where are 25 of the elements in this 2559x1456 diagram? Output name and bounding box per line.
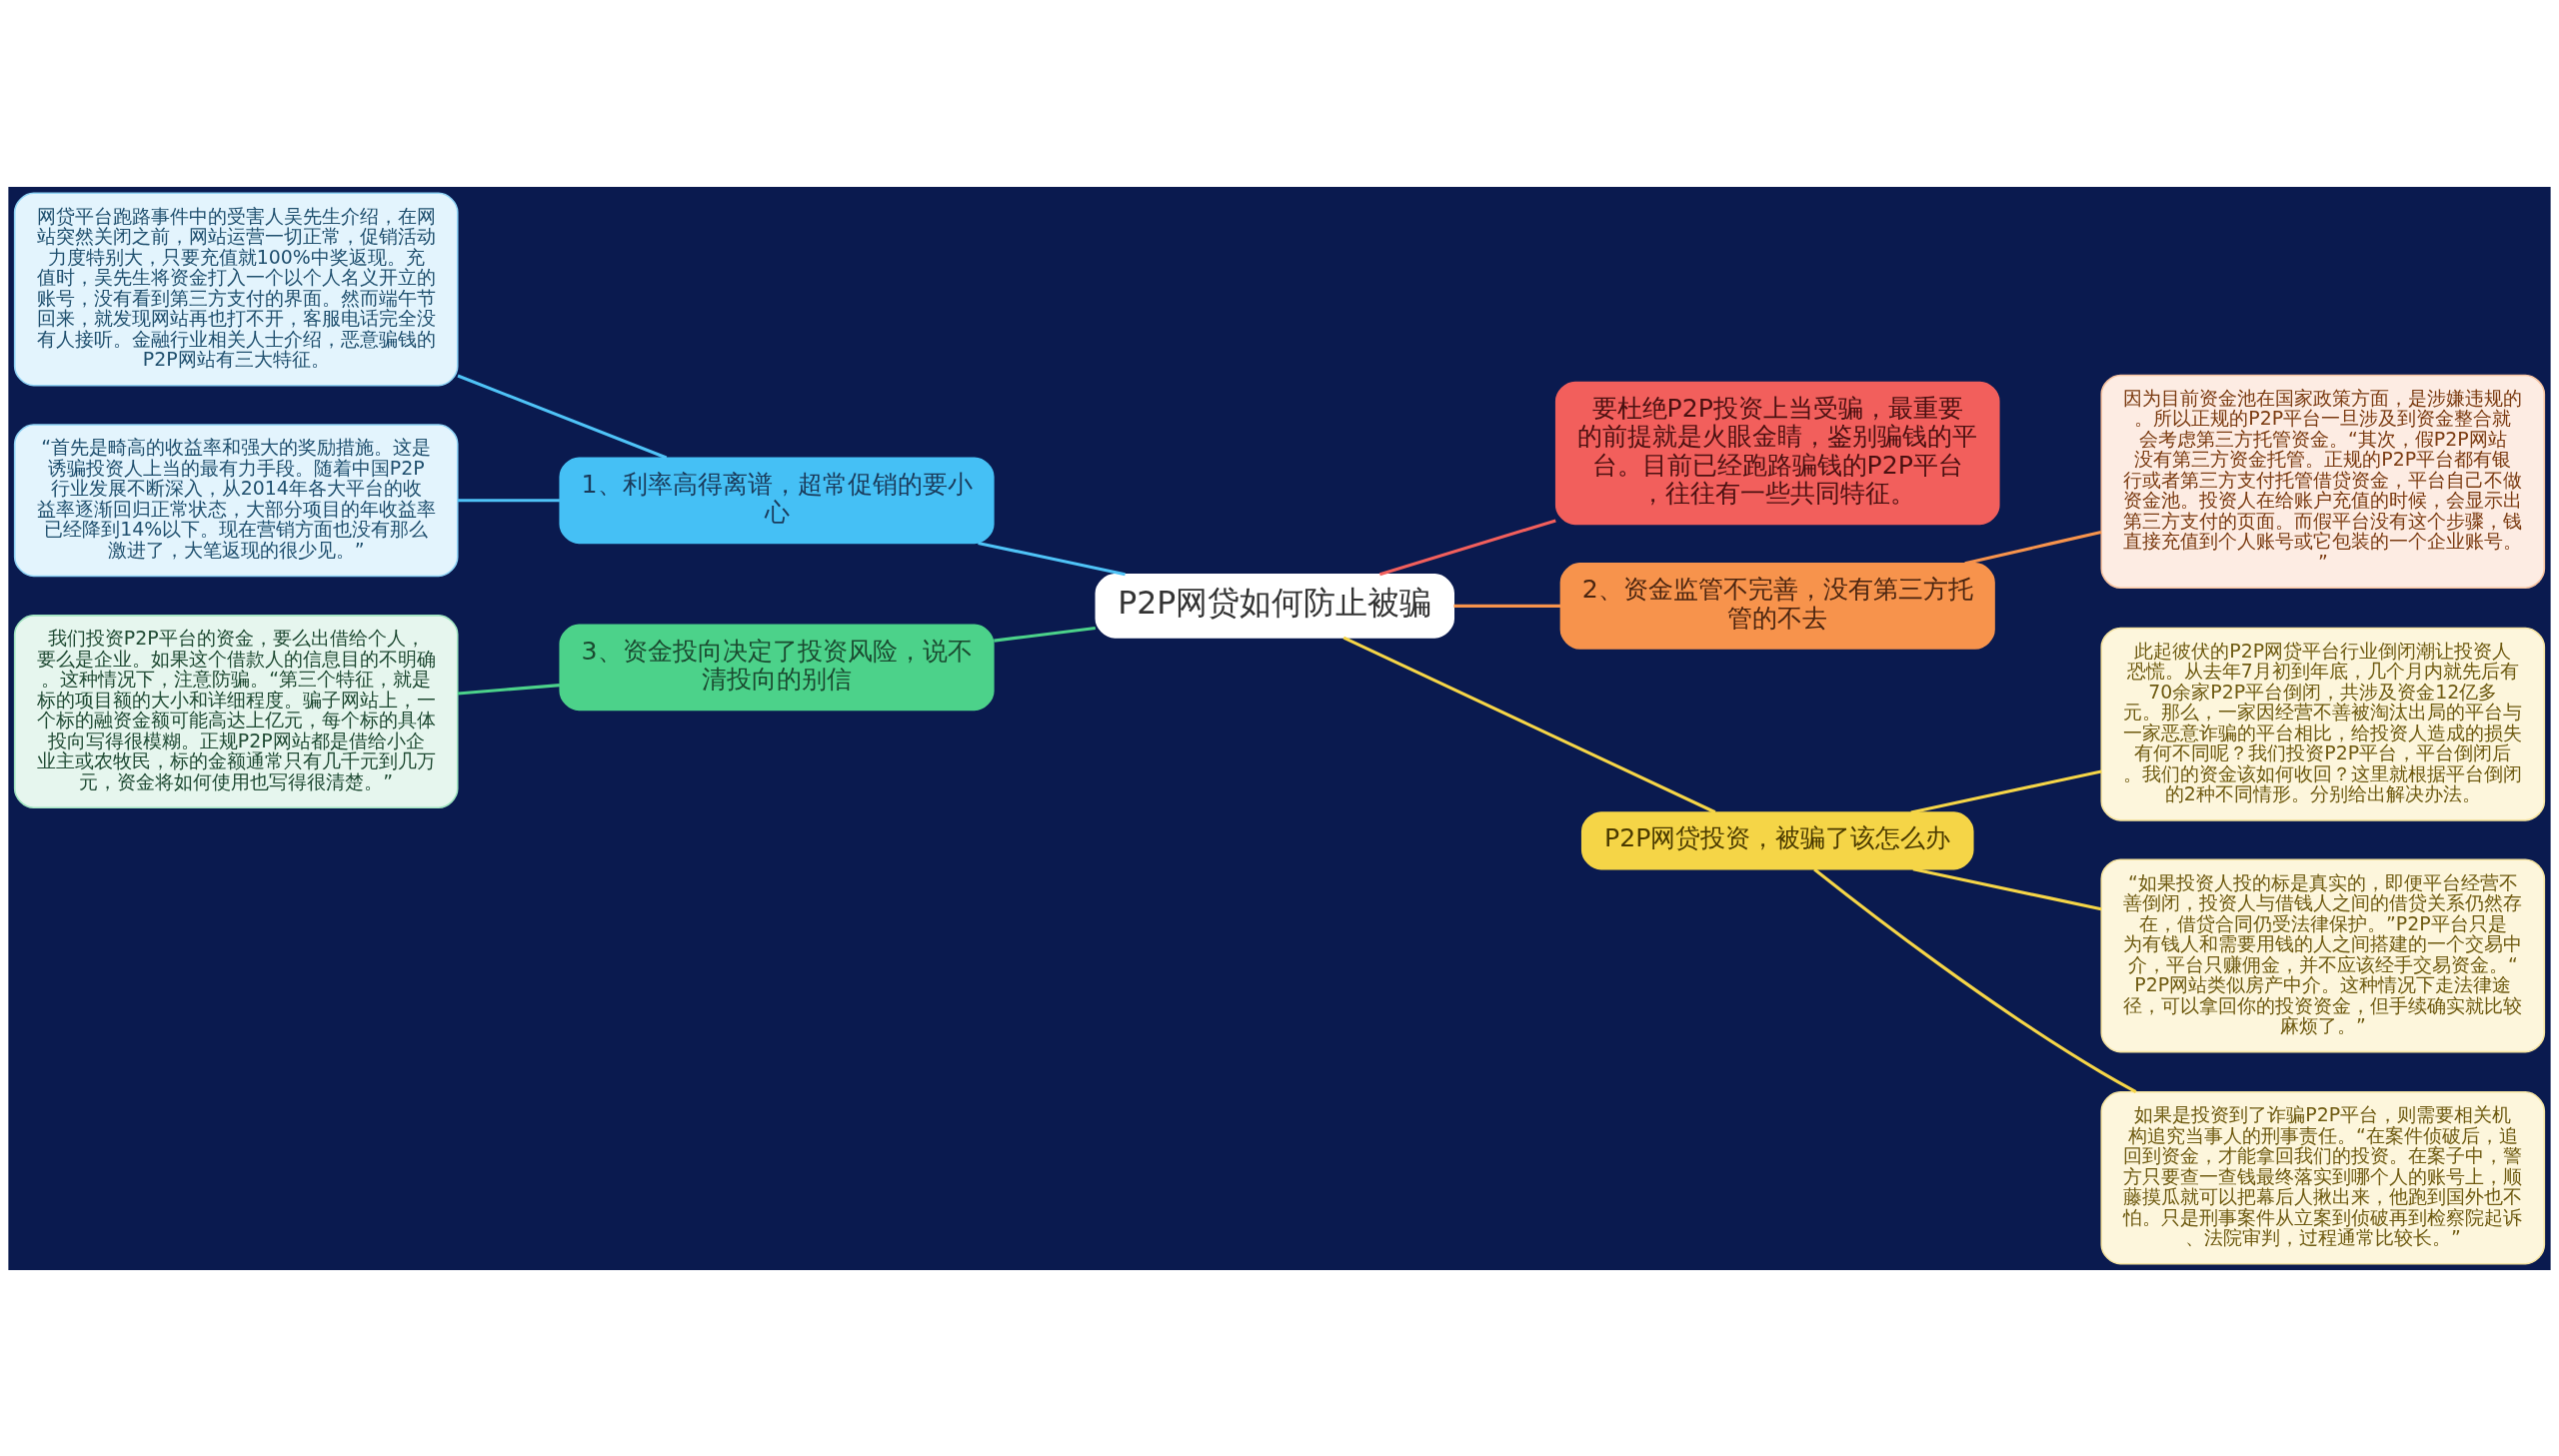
connector bbox=[1964, 530, 2102, 565]
node-box: “首先是畸高的收益率和强大的奖励措施。这是诱骗投资人上当的最有力手段。随着中国P2P行业发展不断深入，从2014年各大平台的收益率逐渐回归正常状态，大部分项目的年收益率已经降到14%以下。现在营销方面也没有那么激进了，大笔返现的很少见。” bbox=[13, 423, 459, 577]
node-box: 因为目前资金池在国家政策方面，是涉嫌违规的。所以正规的P2P平台一旦涉及到资金整合就会考虑第三方托管资金。“其次，假P2P网站没有第三方资金托管。正规的P2P平台都有银行或者第三方支付托管借贷资金，平台自己不做资金池。投资人在给账户充值的时候，会显示出第三方支付的页面。而假平台没有这个步骤，钱直接充值到个人账号或它包装的一个企业账号。” bbox=[2100, 374, 2546, 589]
connector bbox=[458, 498, 560, 502]
node-box: “如果投资人投的标是真实的，即便平台经营不善倒闭，投资人与借钱人之间的借贷关系仍然存在，借贷合同仍受法律保护。”P2P平台只是为有钱人和需要用钱的人之间搭建的一个交易中介，平台只赚佣金，并不应该经手交易资金。“P2P网站类似房产中介。这种情况下走法律途径，可以拿回你的投资资金，但手续确实就比较麻烦了。” bbox=[2100, 857, 2546, 1052]
connector bbox=[1813, 867, 2137, 1093]
node-box: 1、利率高得离谱，超常促销的要小心 bbox=[559, 456, 995, 544]
connector bbox=[978, 541, 1126, 576]
connector bbox=[1342, 636, 1716, 813]
connector bbox=[1378, 518, 1556, 576]
node-box: 我们投资P2P平台的资金，要么出借给个人，要么是企业。如果这个借款人的信息目的不明确。这种情况下，注意防骗。“第三个特征，就是标的项目额的大小和详细程度。骗子网站上，一个标的融资金额可能高达上亿元，每个标的具体投向写得很模糊。正规P2P网站都是借给小企业主或农牧民，标的金额通常只有几千元到几万元，资金将如何使用也写得很清楚。” bbox=[13, 614, 459, 808]
node-box: 2、资金监管不完善，没有第三方托管的不去 bbox=[1559, 562, 1995, 650]
connector bbox=[457, 683, 560, 696]
node-box: 3、资金投向决定了投资风险，说不清投向的别信 bbox=[559, 624, 995, 711]
node-box: 网贷平台跑路事件中的受害人吴先生介绍，在网站突然关闭之前，网站运营一切正常，促销活动力度特别大，只要充值就100%中奖返现。充值时，吴先生将资金打入一个以个人名义开立的账号，没有看到第三方支付的界面。然而端午节回来，就发现网站再也打不开，客服电话完全没有人接听。金融行业相关人士介绍，恶意骗钱的P2P网站有三大特征。 bbox=[13, 192, 459, 386]
node-box: 要杜绝P2P投资上当受骗，最重要的前提就是火眼金睛，鉴别骗钱的平台。目前已经跑路骗钱的P2P平台，往往有一些共同特征。 bbox=[1554, 381, 2000, 525]
connector bbox=[1912, 866, 2102, 910]
node-box: P2P网贷投资，被骗了该怎么办 bbox=[1580, 810, 1974, 869]
node-box: 如果是投资到了诈骗P2P平台，则需要相关机构追究当事人的刑事责任。“在案件侦破后，追回到资金，才能拿回我们的投资。在案子中，警方只要查一查钱最终落实到哪个人的账号上，顺藤摸瓜就可以把幕后人揪出来，他跑到国外也不怕。只是刑事案件从立案到侦破再到检察院起诉、法院审判，过程通常比较长。” bbox=[2100, 1090, 2546, 1264]
node-box: P2P网贷如何防止被骗 bbox=[1095, 573, 1454, 639]
connector bbox=[1910, 768, 2102, 813]
connector bbox=[994, 626, 1096, 643]
connector bbox=[1453, 604, 1561, 608]
node-box: 此起彼伏的P2P网贷平台行业倒闭潮让投资人恐慌。从去年7月初到年底，几个月内就先后有70余家P2P平台倒闭，共涉及资金12亿多元。那么，一家因经营不善被淘汰出局的平台与一家恶意诈骗的平台相比，给投资人造成的损失有何不同呢？我们投资P2P平台，平台倒闭后。我们的资金该如何收回？这里就根据平台倒闭的2种不同情形。分别给出解决办法。 bbox=[2100, 627, 2546, 821]
connector bbox=[457, 374, 668, 459]
